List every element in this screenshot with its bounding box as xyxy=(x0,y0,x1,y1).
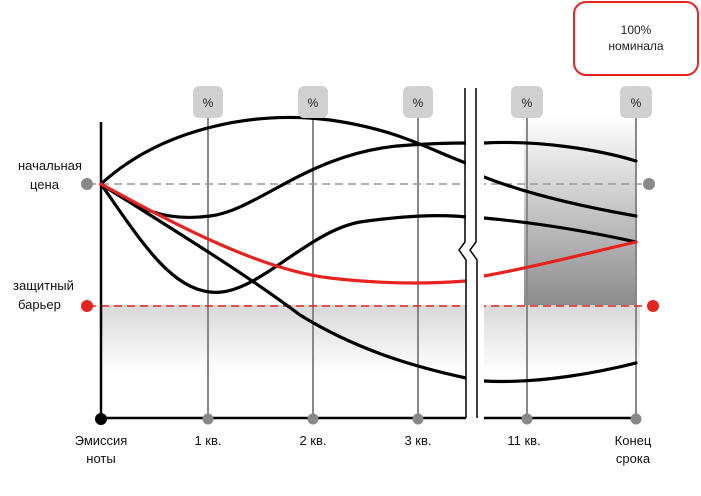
price-path-mid xyxy=(99,182,468,294)
checkpoint-marker-q3: % xyxy=(403,86,433,118)
initial-price-dot-right xyxy=(643,178,655,190)
checkpoint-marker-q11: % xyxy=(511,86,543,118)
nominal-box: 100% номинала xyxy=(573,1,699,76)
q3-dot xyxy=(412,413,424,425)
q2-dot xyxy=(307,413,319,425)
price-path-upper xyxy=(99,141,468,220)
initial-price-label: начальная цена xyxy=(18,158,82,192)
svg-text:защитный: защитный xyxy=(13,278,74,293)
x-label-q3: 3 кв. xyxy=(404,433,431,448)
price-path-mid xyxy=(482,216,638,244)
checkpoint-marker-q2: % xyxy=(298,86,328,118)
price-path-low xyxy=(482,361,638,384)
checkpoint-marker-q1: % xyxy=(193,86,223,118)
price-path-low xyxy=(99,182,468,380)
svg-text:%: % xyxy=(203,96,214,110)
svg-text:Эмиссия: Эмиссия xyxy=(75,433,128,448)
svg-text:%: % xyxy=(522,96,533,110)
issue-dot xyxy=(95,413,107,425)
q1-dot xyxy=(202,413,214,425)
svg-text:%: % xyxy=(308,96,319,110)
axis-break-icon xyxy=(458,88,478,418)
svg-text:%: % xyxy=(631,96,642,110)
svg-text:цена: цена xyxy=(30,177,60,192)
svg-text:срока: срока xyxy=(616,451,651,466)
highlighted-path xyxy=(99,182,638,285)
svg-text:%: % xyxy=(413,96,424,110)
barrier-dot-right xyxy=(647,300,659,312)
axis-break-gap xyxy=(466,88,484,420)
x-label-maturity: Конец срока xyxy=(615,433,652,466)
price-path-high xyxy=(99,115,468,186)
x-label-q1: 1 кв. xyxy=(194,433,221,448)
svg-text:Конец: Конец xyxy=(615,433,652,448)
x-label-q11: 11 кв. xyxy=(507,433,540,448)
initial-price-dot-left xyxy=(81,178,93,190)
price-path-high xyxy=(482,175,638,218)
q11-dot xyxy=(521,413,533,425)
barrier-dot-left xyxy=(81,300,93,312)
barrier-zone-shading xyxy=(100,305,640,373)
barrier-label: защитный барьер xyxy=(13,278,74,312)
maturity-dot xyxy=(630,413,642,425)
svg-text:начальная: начальная xyxy=(18,158,82,173)
x-label-issue: Эмиссия ноты xyxy=(75,433,128,466)
svg-text:100%: 100% xyxy=(621,23,652,37)
x-label-q2: 2 кв. xyxy=(299,433,326,448)
svg-text:ноты: ноты xyxy=(86,451,115,466)
svg-text:номинала: номинала xyxy=(608,39,664,53)
svg-text:барьер: барьер xyxy=(18,297,61,312)
checkpoint-marker-maturity: % xyxy=(620,86,652,118)
price-path-upper xyxy=(482,140,638,163)
